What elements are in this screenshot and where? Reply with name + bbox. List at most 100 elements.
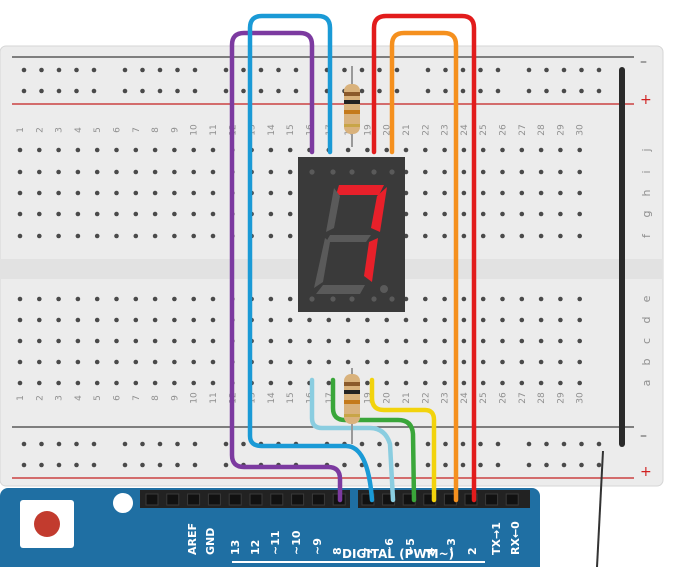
breadboard-hole[interactable] (403, 359, 409, 365)
breadboard-hole[interactable] (577, 317, 582, 323)
breadboard-hole[interactable] (442, 190, 447, 196)
breadboard-hole[interactable] (480, 211, 486, 217)
rail-hole[interactable] (478, 462, 483, 468)
breadboard-hole[interactable] (287, 380, 293, 386)
breadboard-hole[interactable] (461, 147, 467, 153)
breadboard-hole[interactable] (577, 169, 582, 175)
breadboard-hole[interactable] (17, 380, 23, 386)
rail-hole[interactable] (579, 88, 584, 94)
breadboard-hole[interactable] (37, 317, 42, 323)
rail-hole[interactable] (276, 88, 281, 94)
breadboard-hole[interactable] (75, 190, 81, 196)
rail-hole[interactable] (495, 462, 501, 468)
breadboard-hole[interactable] (56, 296, 61, 302)
breadboard-hole[interactable] (268, 233, 274, 239)
breadboard-hole[interactable] (37, 380, 42, 386)
rail-hole[interactable] (394, 67, 400, 73)
breadboard-hole[interactable] (307, 317, 312, 323)
breadboard-hole[interactable] (287, 296, 293, 302)
yellow-wire[interactable] (369, 377, 437, 503)
breadboard-hole[interactable] (558, 211, 563, 217)
breadboard-hole[interactable] (172, 359, 177, 365)
breadboard-hole[interactable] (423, 169, 428, 175)
breadboard-hole[interactable] (287, 338, 293, 344)
rail-hole[interactable] (579, 462, 584, 468)
breadboard-hole[interactable] (538, 296, 544, 302)
rail-hole[interactable] (561, 441, 567, 447)
breadboard-hole[interactable] (210, 169, 216, 175)
breadboard-hole[interactable] (480, 169, 486, 175)
breadboard-hole[interactable] (191, 190, 196, 196)
rail-hole[interactable] (223, 462, 229, 468)
rail-hole[interactable] (122, 462, 128, 468)
rail-hole[interactable] (175, 462, 180, 468)
green-wire[interactable] (330, 377, 417, 503)
breadboard-hole[interactable] (37, 211, 42, 217)
header-pin[interactable] (187, 493, 201, 506)
breadboard-hole[interactable] (461, 296, 467, 302)
breadboard-hole[interactable] (37, 190, 42, 196)
rail-hole[interactable] (175, 88, 180, 94)
breadboard-hole[interactable] (423, 190, 428, 196)
breadboard-hole[interactable] (480, 190, 486, 196)
breadboard-hole[interactable] (365, 317, 370, 323)
breadboard-hole[interactable] (403, 338, 409, 344)
breadboard-hole[interactable] (152, 380, 158, 386)
rail-hole[interactable] (293, 67, 299, 73)
breadboard-hole[interactable] (133, 296, 139, 302)
breadboard-hole[interactable] (75, 359, 81, 365)
rail-hole[interactable] (258, 88, 264, 94)
rail-hole[interactable] (443, 88, 448, 94)
breadboard-hole[interactable] (191, 296, 196, 302)
breadboard-hole[interactable] (133, 359, 139, 365)
breadboard-hole[interactable] (423, 147, 428, 153)
rail-hole[interactable] (460, 462, 466, 468)
top-resistor[interactable] (344, 66, 360, 147)
breadboard-hole[interactable] (442, 359, 447, 365)
breadboard-hole[interactable] (461, 338, 467, 344)
breadboard-hole[interactable] (210, 380, 216, 386)
header-pin[interactable] (166, 493, 180, 506)
breadboard-hole[interactable] (519, 190, 525, 196)
breadboard-hole[interactable] (403, 317, 409, 323)
breadboard-hole[interactable] (172, 147, 177, 153)
rail-hole[interactable] (394, 88, 400, 94)
breadboard-hole[interactable] (94, 211, 100, 217)
rail-hole[interactable] (56, 67, 62, 73)
breadboard-hole[interactable] (461, 359, 467, 365)
breadboard-hole[interactable] (75, 380, 81, 386)
breadboard-hole[interactable] (384, 317, 390, 323)
purple-wire[interactable] (229, 30, 343, 503)
breadboard-hole[interactable] (500, 233, 505, 239)
breadboard-hole[interactable] (538, 211, 544, 217)
rail-hole[interactable] (377, 462, 382, 468)
breadboard-hole[interactable] (403, 147, 409, 153)
breadboard-hole[interactable] (172, 317, 177, 323)
rail-hole[interactable] (56, 88, 62, 94)
breadboard-hole[interactable] (287, 147, 293, 153)
rail-hole[interactable] (377, 441, 382, 447)
breadboard-hole[interactable] (268, 359, 274, 365)
rail-hole[interactable] (223, 441, 229, 447)
breadboard-hole[interactable] (152, 211, 158, 217)
rail-hole[interactable] (596, 441, 602, 447)
breadboard-hole[interactable] (538, 233, 544, 239)
breadboard-hole[interactable] (442, 233, 447, 239)
rail-hole[interactable] (561, 88, 567, 94)
breadboard-hole[interactable] (365, 338, 370, 344)
breadboard-hole[interactable] (268, 296, 274, 302)
breadboard-hole[interactable] (114, 147, 119, 153)
breadboard-hole[interactable] (94, 338, 100, 344)
breadboard-hole[interactable] (133, 380, 139, 386)
breadboard-hole[interactable] (17, 190, 23, 196)
breadboard-hole[interactable] (577, 338, 582, 344)
breadboard-hole[interactable] (403, 380, 409, 386)
breadboard-hole[interactable] (500, 380, 505, 386)
breadboard-hole[interactable] (152, 147, 158, 153)
rail-hole[interactable] (39, 441, 44, 447)
rail-hole[interactable] (140, 67, 145, 73)
rail-hole[interactable] (596, 88, 602, 94)
orange-wire[interactable] (389, 30, 459, 503)
breadboard-hole[interactable] (538, 338, 544, 344)
breadboard-hole[interactable] (268, 147, 274, 153)
